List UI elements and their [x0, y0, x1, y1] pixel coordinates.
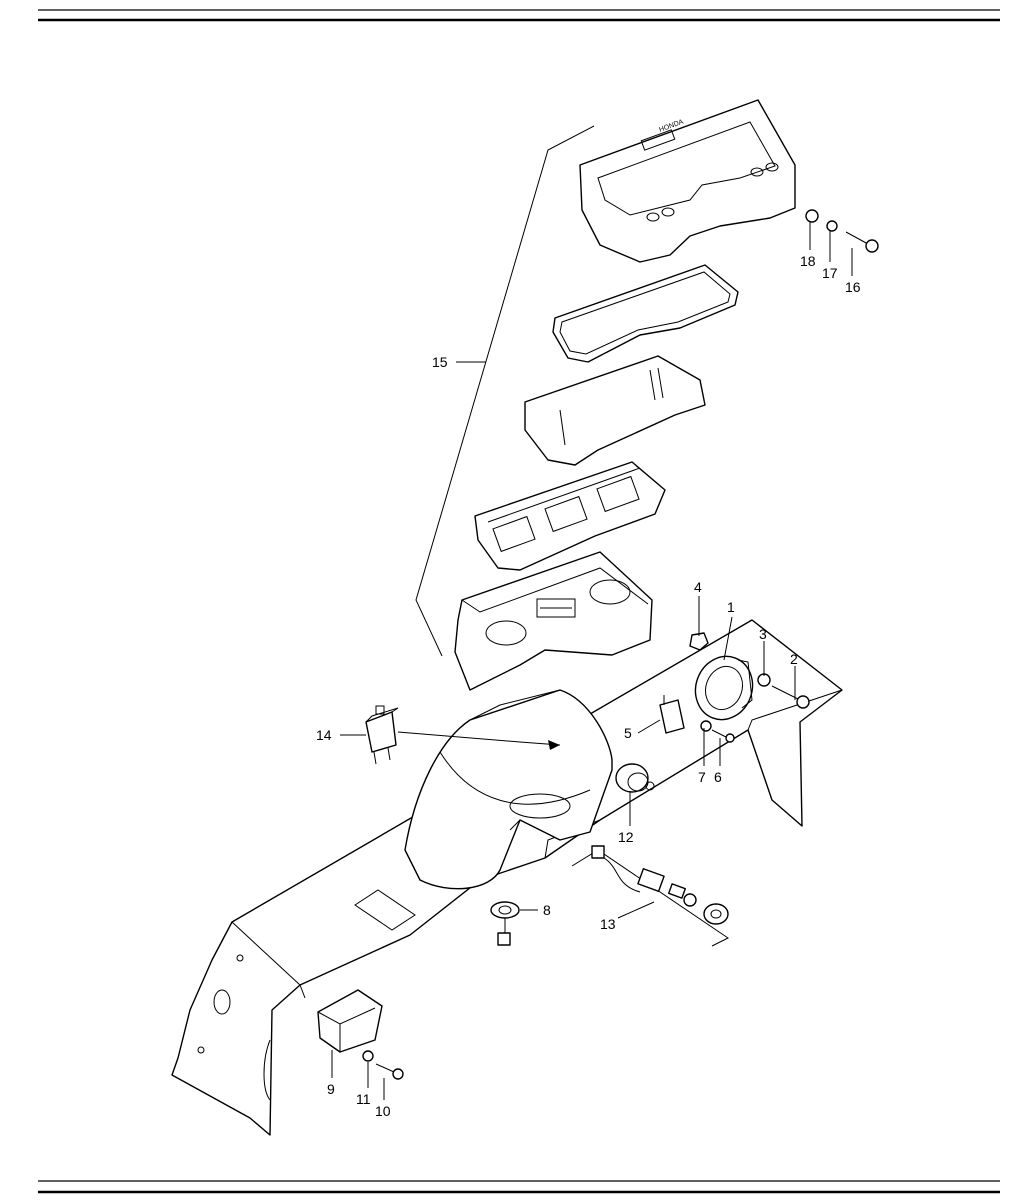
- callout-2: 2: [790, 651, 798, 667]
- callout-17: 17: [822, 265, 838, 281]
- callout-13: 13: [600, 916, 616, 932]
- callout-3: 3: [759, 626, 767, 642]
- callout-9: 9: [327, 1081, 335, 1097]
- callout-15: 15: [432, 354, 448, 370]
- meter-bezel: HONDA: [579, 99, 796, 263]
- callout-6: 6: [714, 769, 722, 785]
- meter-gasket: [552, 264, 739, 363]
- callout-5: 5: [624, 725, 632, 741]
- front-cover-panel: [171, 619, 843, 1136]
- callout-8: 8: [543, 902, 551, 918]
- callout-10: 10: [375, 1103, 391, 1119]
- meter-lens: [524, 355, 706, 466]
- hardware: [362, 209, 879, 1080]
- grommet-8: [490, 901, 520, 946]
- callout-labels: 1 2 3 4 5 6 7 8 9 10 11 12 13 14 15 16 1…: [316, 253, 861, 1119]
- callout-1: 1: [727, 599, 735, 615]
- harness-13: [571, 845, 729, 947]
- footer-rules: [38, 1180, 1000, 1194]
- meter-panel: [474, 461, 666, 571]
- gauge-unit-1: [694, 655, 754, 721]
- meter-cover: [404, 689, 613, 890]
- header-rules: [38, 9, 1000, 22]
- meter-case: [454, 551, 653, 691]
- callout-11: 11: [356, 1091, 371, 1107]
- callout-7: 7: [698, 769, 706, 785]
- callout-18: 18: [800, 253, 816, 269]
- relay-14: [365, 705, 399, 765]
- box-unit-9: [317, 989, 383, 1053]
- callout-14: 14: [316, 727, 332, 743]
- callout-16: 16: [845, 279, 861, 295]
- callout-leaders: [331, 222, 853, 1100]
- callout-12: 12: [618, 829, 634, 845]
- relay-pointer-arrow: [397, 731, 521, 743]
- callout-4: 4: [694, 579, 702, 595]
- switch-12: [615, 763, 655, 793]
- assembly-bracket-15: [415, 125, 595, 657]
- connector-5: [659, 695, 685, 734]
